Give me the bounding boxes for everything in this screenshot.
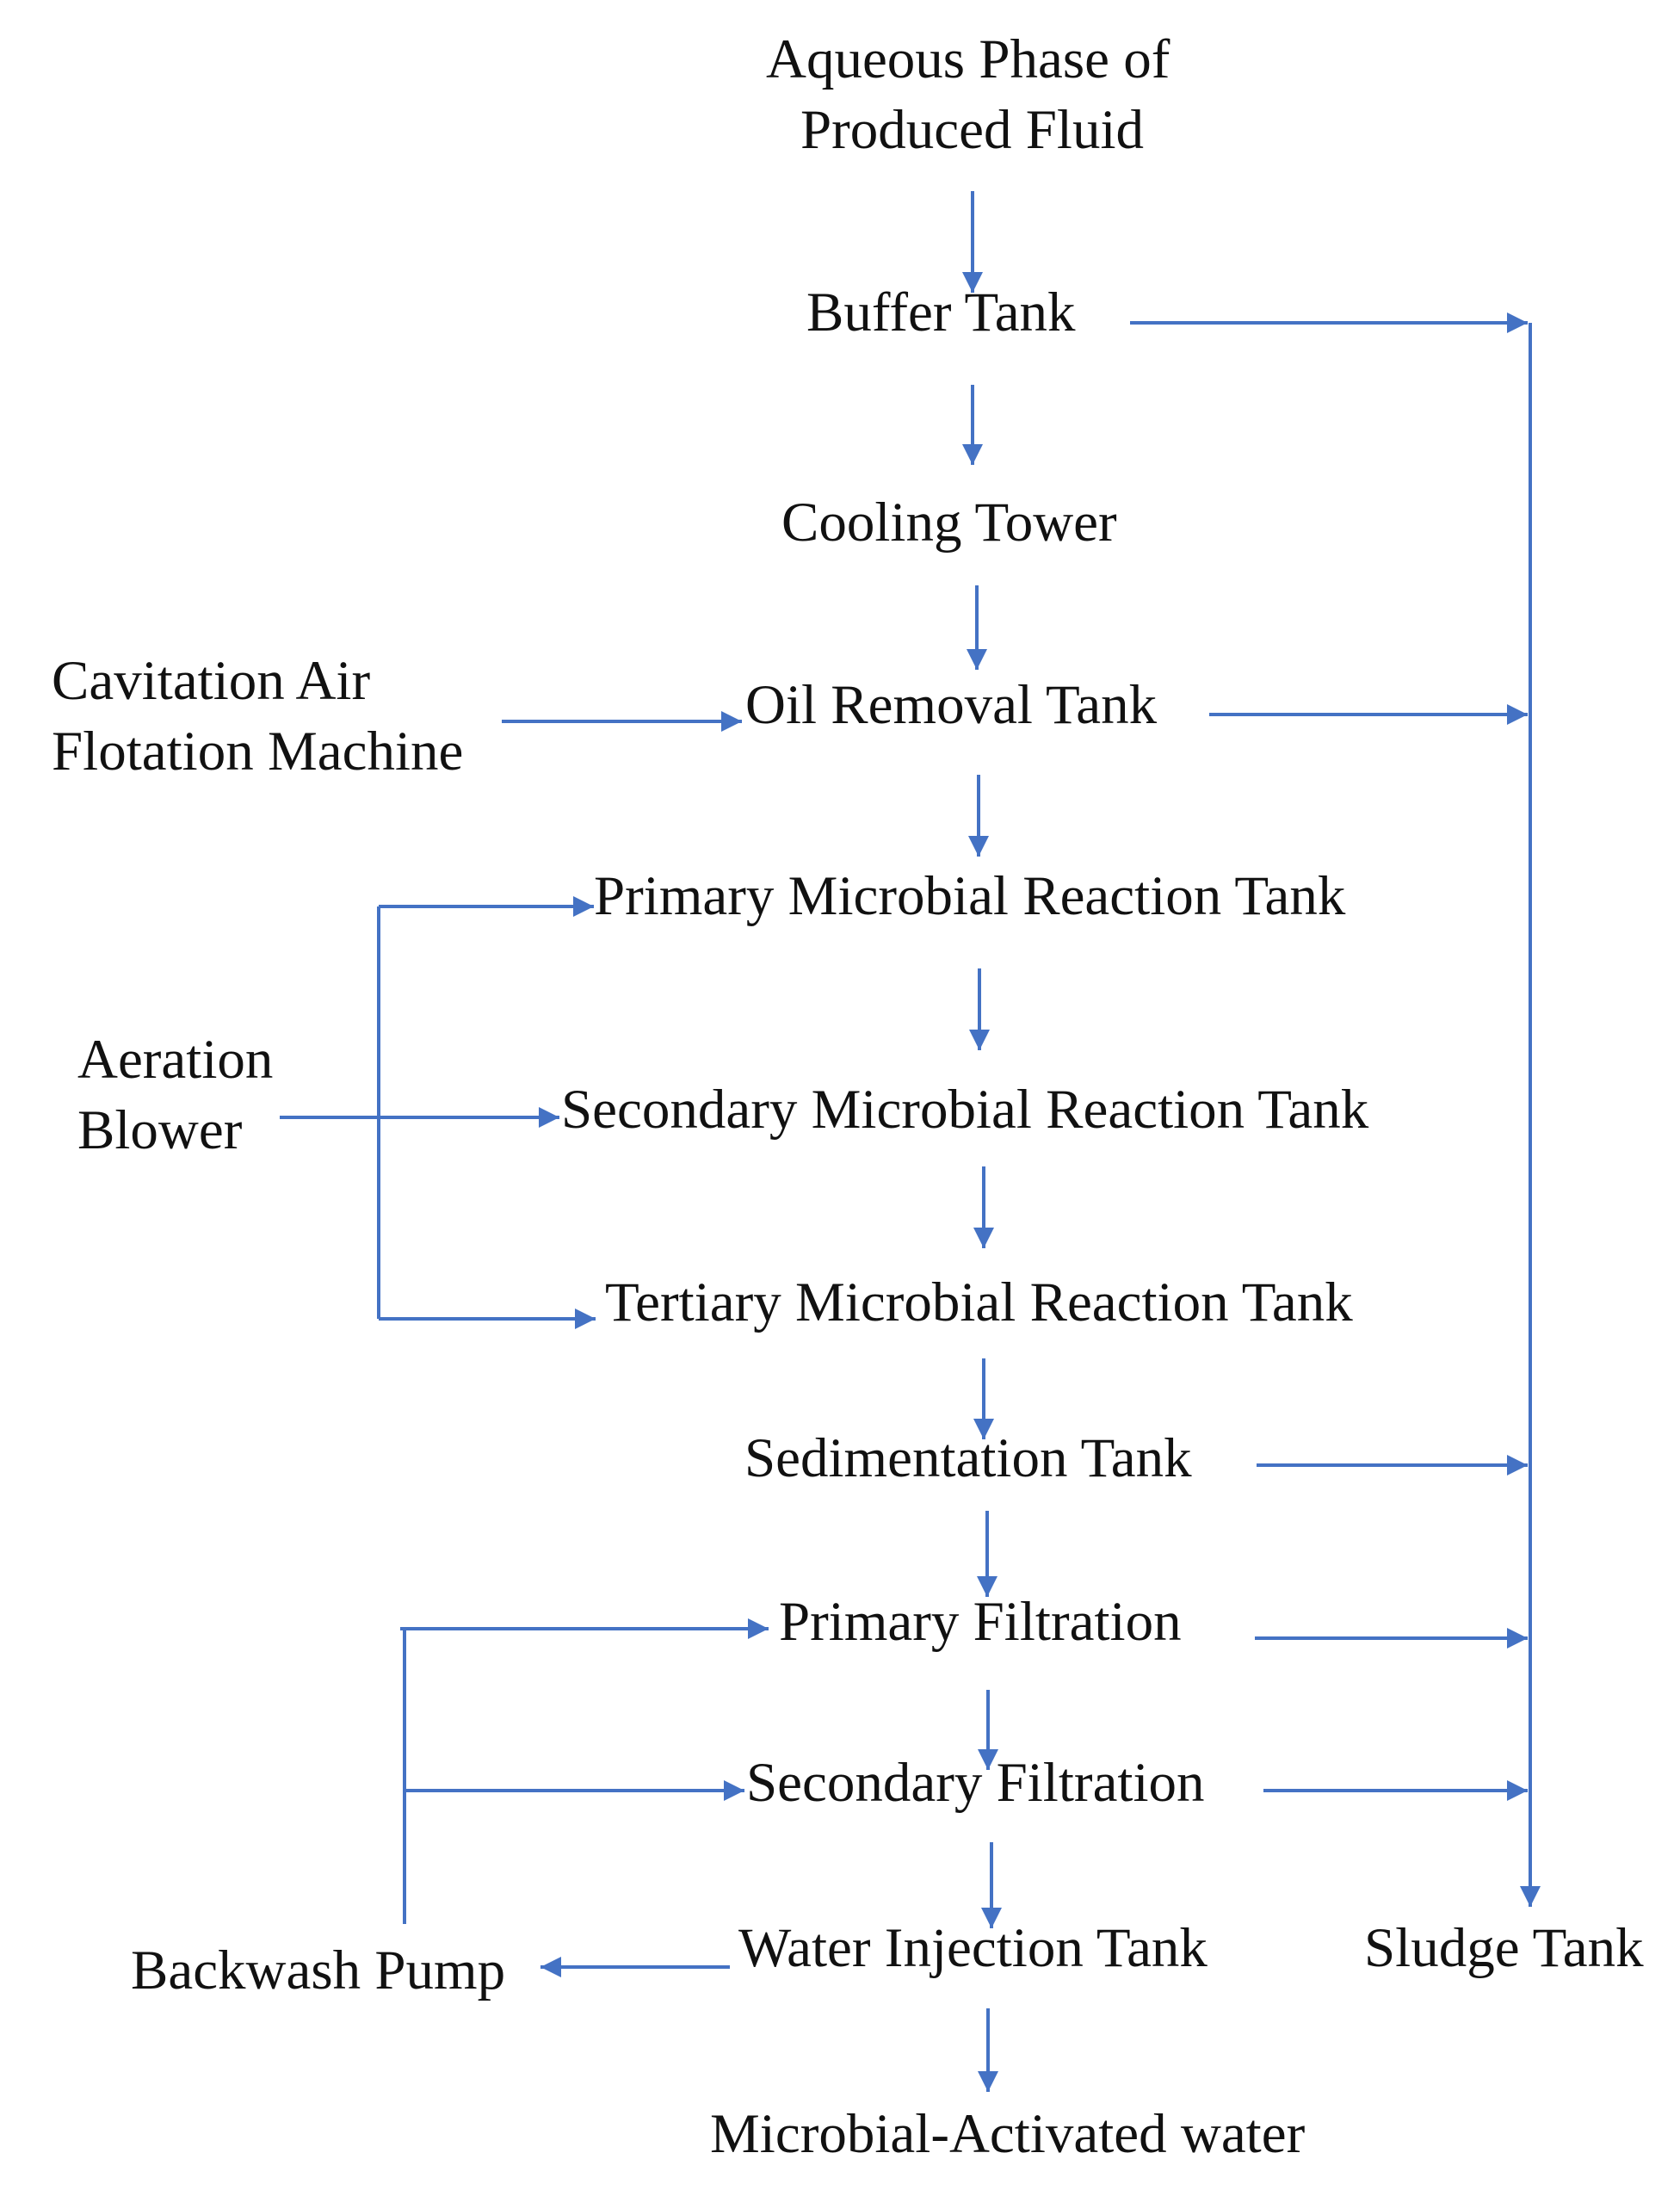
tertiary-reaction-tank-node: Tertiary Microbial Reaction Tank — [605, 1271, 1353, 1333]
sedimentation-tank-node: Sedimentation Tank — [744, 1427, 1192, 1489]
oil-removal-tank-node: Oil Removal Tank — [745, 674, 1158, 736]
cavitation-line-2: Flotation Machine — [52, 721, 464, 783]
aqueous-phase-node: Aqueous Phase of Produced Fluid — [766, 24, 1170, 165]
cavitation-line-1: Cavitation Air — [52, 650, 371, 712]
backwash-pump-node: Backwash Pump — [131, 1939, 506, 2001]
aqueous-phase-line-1: Aqueous Phase of — [766, 28, 1170, 90]
sludge-tank-node: Sludge Tank — [1364, 1917, 1644, 1979]
cooling-tower-node: Cooling Tower — [781, 492, 1117, 554]
secondary-reaction-tank-node: Secondary Microbial Reaction Tank — [561, 1079, 1369, 1141]
water-injection-tank-node: Water Injection Tank — [738, 1917, 1208, 1979]
cavitation-machine-node: Cavitation Air Flotation Machine — [52, 646, 463, 787]
aqueous-phase-line-2: Produced Fluid — [800, 99, 1145, 161]
aeration-line-2: Blower — [77, 1099, 243, 1161]
aeration-line-1: Aeration — [77, 1029, 274, 1091]
aeration-blower-node: Aeration Blower — [77, 1024, 273, 1166]
activated-water-node: Microbial-Activated water — [710, 2103, 1306, 2165]
primary-reaction-tank-node: Primary Microbial Reaction Tank — [594, 865, 1346, 927]
buffer-tank-node: Buffer Tank — [806, 281, 1076, 343]
secondary-filtration-node: Secondary Filtration — [746, 1752, 1205, 1814]
primary-filtration-node: Primary Filtration — [779, 1591, 1182, 1653]
